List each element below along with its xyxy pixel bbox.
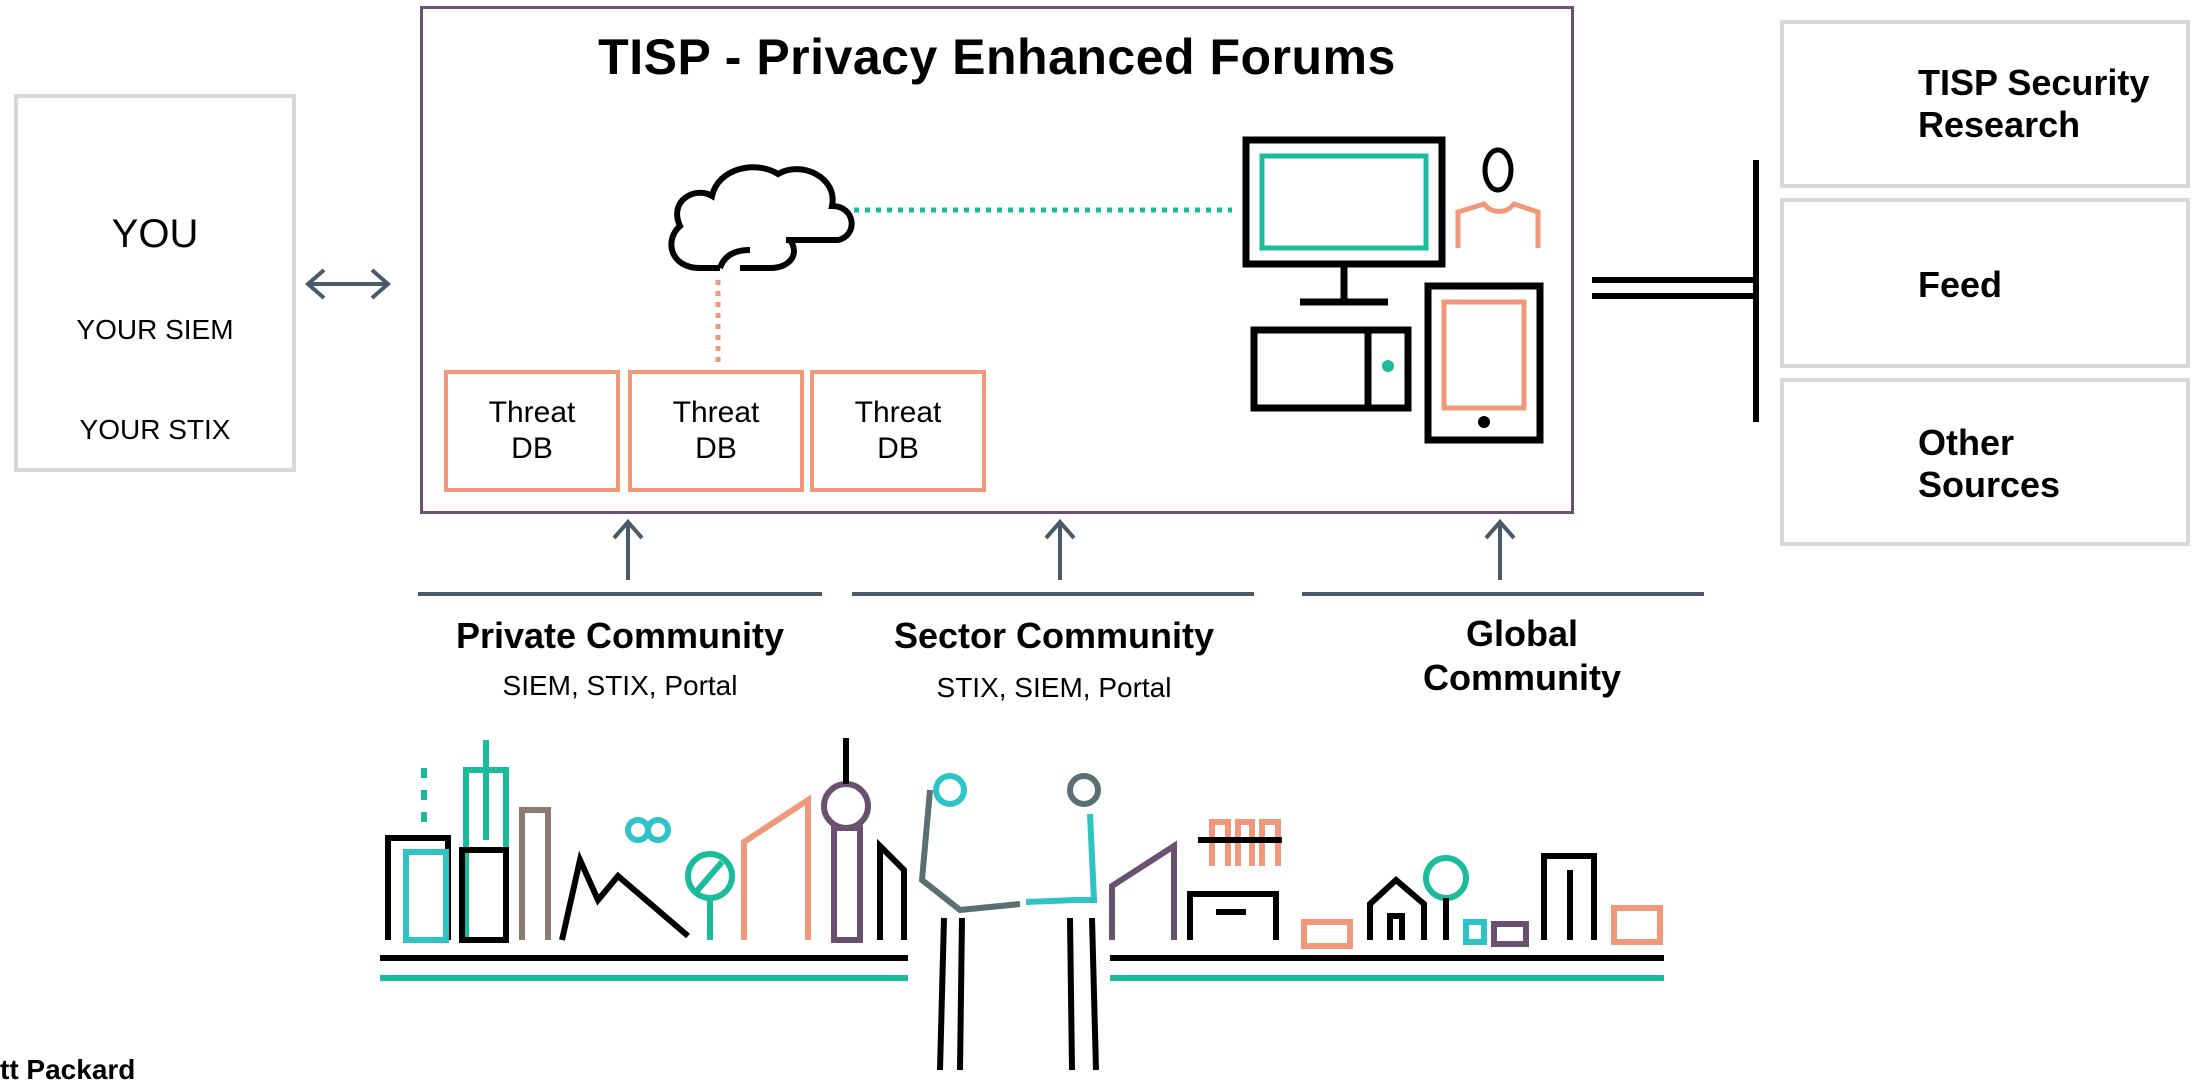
your-siem-label: YOUR SIEM [76,314,234,345]
source-box-other [1780,378,2190,546]
person-icon [1455,147,1541,248]
source-box-research [1780,20,2190,188]
source-label-line: TISP Security [1918,62,2150,103]
global-community-title: Global Community [1320,612,1724,700]
source-box-feed [1780,198,2190,368]
your-environment-panel [14,94,296,472]
source-connector [1592,160,1759,422]
source-label: Other Sources [1918,422,2060,506]
source-label: Feed [1918,264,2002,306]
private-community-channels: SIEM, STIX, Portal [502,670,738,701]
community-input-arrows [418,518,1704,596]
bidirectional-arrow-icon [304,268,392,300]
tisp-forum-frame [420,6,1574,514]
sector-community-channels: STIX, SIEM, Portal [936,672,1172,703]
private-community-title: Private Community [455,615,785,656]
threat-db-label: DB [877,432,919,465]
you-label: YOU [111,212,199,256]
workstation-icon [1242,136,1446,412]
threat-db-label: DB [511,432,553,465]
threat-db-label: Threat [854,396,942,429]
threat-db-label: Threat [672,396,760,429]
cloud-icon [668,164,855,271]
sector-community-title: Sector Community [893,615,1215,656]
global-community-line: Community [1423,657,1621,698]
source-label-line: Other [1918,422,2015,463]
source-label: TISP Security Research [1918,62,2149,146]
threat-db-label: Threat [488,396,576,429]
source-label-line: Feed [1918,264,2003,305]
your-stix-label: YOUR STIX [79,414,231,445]
tablet-icon [1424,282,1544,444]
company-logo-text: tt Packard [0,1054,136,1085]
source-label-line: Research [1918,104,2081,145]
source-label-line: Sources [1918,464,2061,505]
cityscape-illustration [380,738,1664,1071]
threat-db-label: DB [695,432,737,465]
global-community-line: Global [1465,613,1578,654]
page-title: TISP - Privacy Enhanced Forums [598,29,1396,85]
